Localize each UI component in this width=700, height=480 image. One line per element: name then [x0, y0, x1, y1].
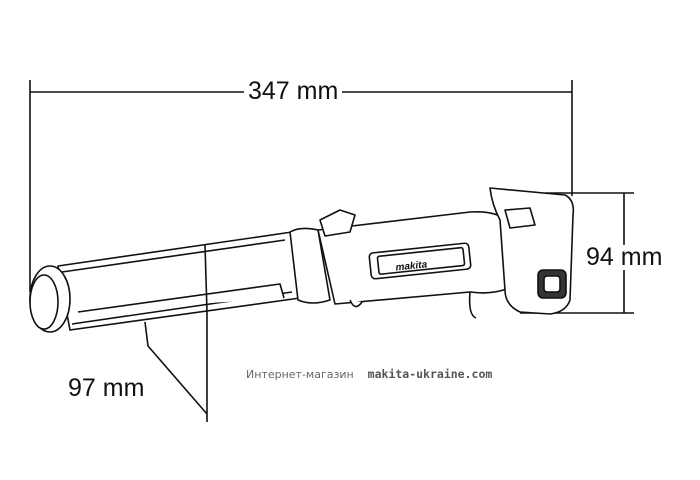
battery-pack [489, 187, 575, 315]
blower-body: makita [289, 209, 521, 319]
blower-nozzle [29, 231, 301, 333]
watermark-prefix: Интернет-магазин [246, 368, 354, 381]
height-dimension-label: 94 mm [586, 243, 663, 271]
watermark: Интернет-магазин makita-ukraine.com [246, 367, 492, 381]
makita-logo: makita [395, 259, 428, 273]
length-dimension-label: 347 mm [244, 79, 343, 104]
nozzle-dimension-label: 97 mm [68, 374, 145, 402]
watermark-site: makita-ukraine.com [367, 367, 493, 381]
